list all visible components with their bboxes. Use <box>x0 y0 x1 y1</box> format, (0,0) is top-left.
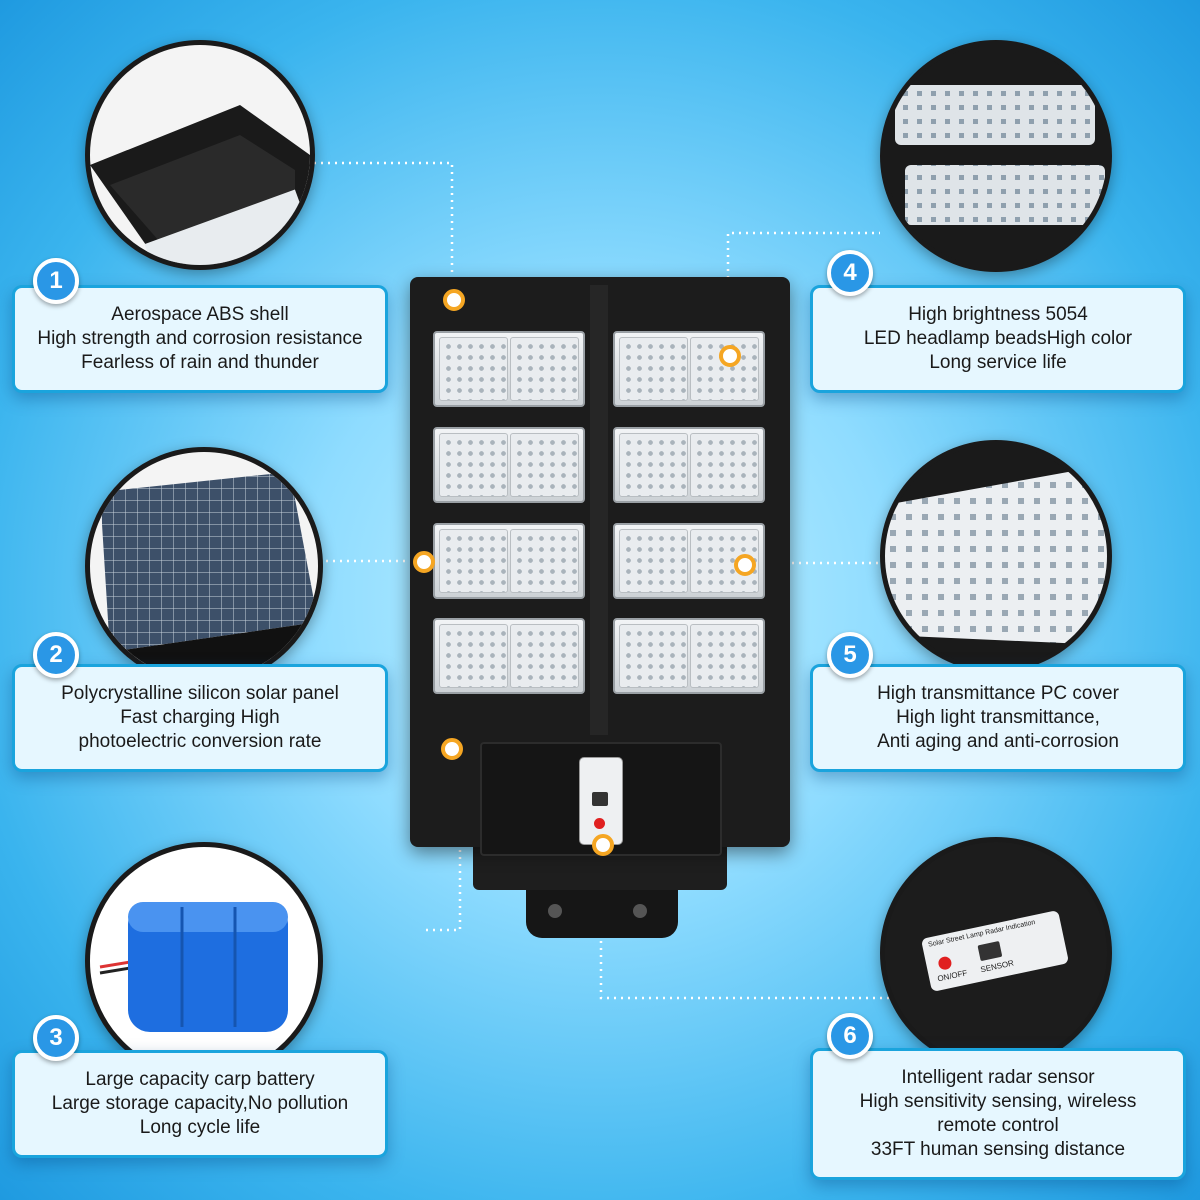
feature-card-6: Intelligent radar sensor High sensitivit… <box>810 1048 1186 1180</box>
led-module <box>433 427 585 503</box>
sensor-panel: Solar Street Lamp Radar Indication ON/OF… <box>920 910 1070 992</box>
feature-card-1: Aerospace ABS shell High strength and co… <box>12 285 388 393</box>
mount-hole-right <box>633 904 647 918</box>
pc-cover-image <box>880 440 1112 672</box>
led-beads-image <box>880 40 1112 272</box>
hotspot-4 <box>719 345 741 367</box>
feature-line: Long service life <box>929 352 1067 373</box>
power-button-icon <box>594 818 605 829</box>
feature-line: Large capacity carp battery <box>85 1069 315 1090</box>
led-module <box>433 331 585 407</box>
feature-line: remote control <box>937 1115 1059 1136</box>
feature-number-badge: 2 <box>33 632 79 678</box>
connector-6 <box>599 843 890 1000</box>
led-module <box>613 618 765 694</box>
remote-sensor-module <box>579 757 623 845</box>
feature-number-badge: 3 <box>33 1015 79 1061</box>
feature-number-badge: 1 <box>33 258 79 304</box>
feature-line: Aerospace ABS shell <box>111 304 289 325</box>
hotspot-1 <box>443 289 465 311</box>
abs-shell-image <box>85 40 315 270</box>
led-module <box>433 618 585 694</box>
led-module <box>613 331 765 407</box>
feature-line: Intelligent radar sensor <box>901 1067 1095 1088</box>
feature-line: Fast charging High <box>120 707 280 728</box>
feature-line: High strength and corrosion resistance <box>37 328 363 349</box>
mount-hole-left <box>548 904 562 918</box>
feature-number-badge: 4 <box>827 250 873 296</box>
feature-card-3: Large capacity carp battery Large storag… <box>12 1050 388 1158</box>
led-module <box>613 427 765 503</box>
hotspot-5 <box>734 554 756 576</box>
sensor-label: SENSOR <box>979 958 1015 975</box>
battery-image <box>85 842 323 1080</box>
feature-card-4: High brightness 5054 LED headlamp beadsH… <box>810 285 1186 393</box>
solar-panel-image <box>85 447 323 685</box>
feature-card-2: Polycrystalline silicon solar panel Fast… <box>12 664 388 772</box>
feature-card-5: High transmittance PC cover High light t… <box>810 664 1186 772</box>
led-module <box>433 523 585 599</box>
radar-sensor-image: Solar Street Lamp Radar Indication ON/OF… <box>880 837 1112 1069</box>
feature-line: Long cycle life <box>139 1117 261 1138</box>
feature-line: LED headlamp beadsHigh color <box>863 328 1133 349</box>
feature-line: High transmittance PC cover <box>877 683 1119 704</box>
feature-line: High brightness 5054 <box>908 304 1088 325</box>
hotspot-3 <box>441 738 463 760</box>
feature-line: Anti aging and anti-corrosion <box>877 731 1119 752</box>
feature-line: Large storage capacity,No pollution <box>51 1093 349 1114</box>
feature-line: High sensitivity sensing, wireless <box>859 1091 1137 1112</box>
connector-1 <box>300 161 454 298</box>
hotspot-2 <box>413 551 435 573</box>
onoff-label: ON/OFF <box>936 968 969 984</box>
feature-line: 33FT human sensing distance <box>870 1139 1126 1160</box>
feature-line: photoelectric conversion rate <box>78 731 322 752</box>
hotspot-6 <box>592 834 614 856</box>
feature-line: Polycrystalline silicon solar panel <box>61 683 339 704</box>
feature-number-badge: 5 <box>827 632 873 678</box>
feature-line: High light transmittance, <box>896 707 1100 728</box>
sensor-window <box>592 792 608 806</box>
feature-number-badge: 6 <box>827 1013 873 1059</box>
onoff-button-icon <box>937 955 953 971</box>
feature-line: Fearless of rain and thunder <box>81 352 319 373</box>
sensor-window <box>977 940 1003 962</box>
center-rib <box>590 285 608 735</box>
